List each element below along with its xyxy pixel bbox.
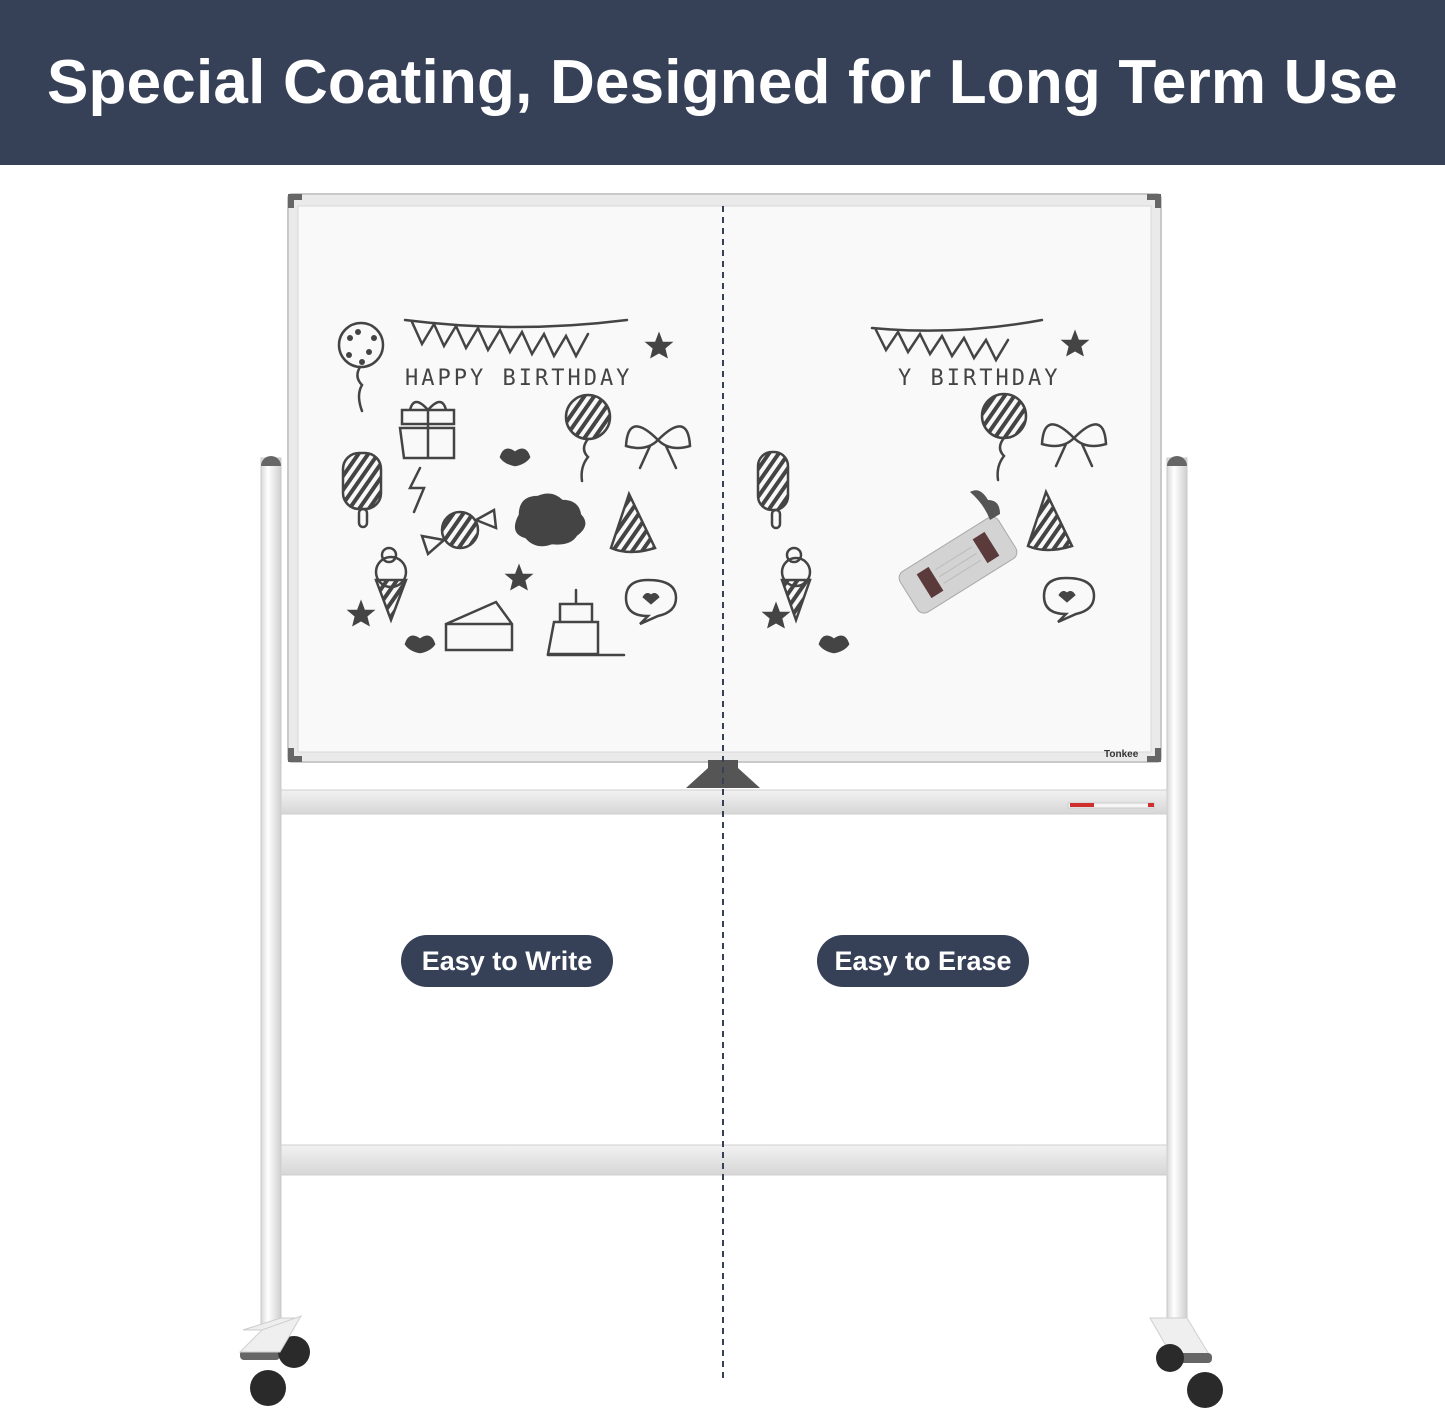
lower-crossbar [280,1144,1168,1176]
easy-to-erase-badge: Easy to Erase [817,935,1029,987]
header-banner: Special Coating, Designed for Long Term … [0,0,1445,165]
right-doodles [756,318,1108,654]
right-stand-pole [1166,456,1188,1329]
left-panel-heading: HAPPY BIRTHDAY [405,366,632,391]
product-image: HAPPY BIRTHDAY Y BIRTHDAY [0,165,1445,1413]
left-stand-pole [260,456,282,1329]
whiteboard-illustration: HAPPY BIRTHDAY Y BIRTHDAY [238,193,1223,1408]
board-surface [297,205,1152,753]
banner-title: Special Coating, Designed for Long Term … [47,48,1398,117]
right-caster-wheels [1149,1317,1223,1408]
brand-logo: Tonkee [1104,749,1139,760]
easy-to-write-badge: Easy to Write [401,935,613,987]
left-doodles [337,318,692,657]
right-panel-heading: Y BIRTHDAY [898,366,1060,391]
left-caster-wheels [238,1315,310,1406]
eraser-icon [898,516,1018,614]
